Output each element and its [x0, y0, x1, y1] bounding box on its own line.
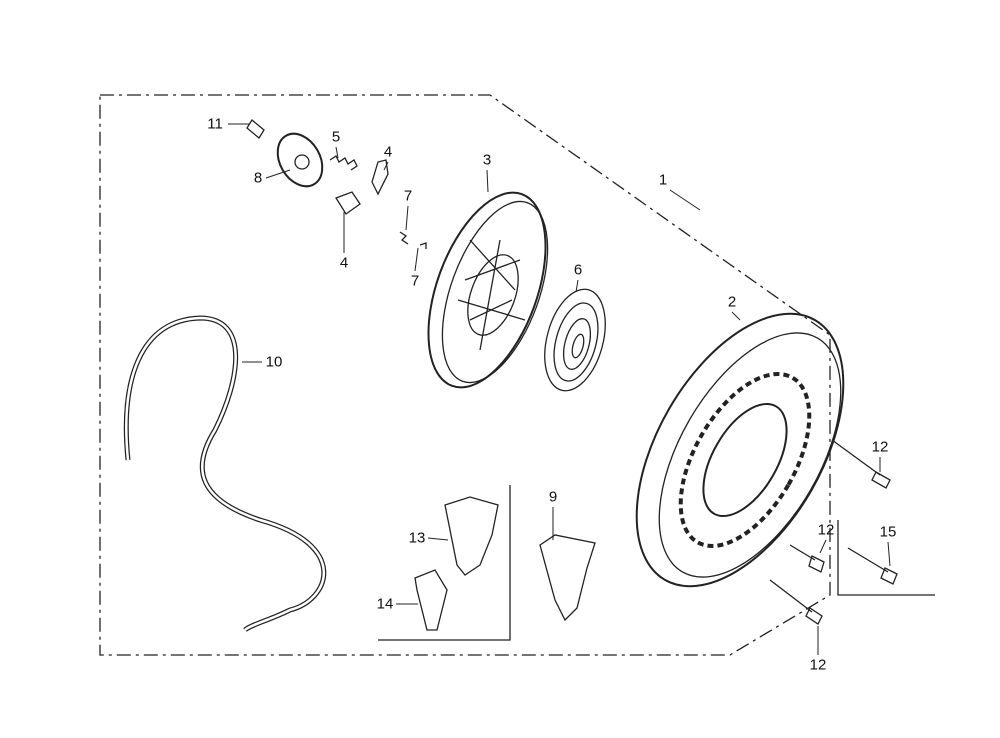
starter-rope-part[interactable] — [123, 315, 327, 632]
assembly-boundary — [99, 94, 831, 656]
return-spring-part[interactable] — [399, 231, 409, 245]
callout-8[interactable]: 8 — [253, 169, 263, 187]
reel-part[interactable] — [405, 177, 569, 403]
callout-5[interactable]: 5 — [331, 128, 341, 146]
callout-15[interactable]: 15 — [879, 523, 897, 541]
starter-grip-14-part[interactable] — [414, 569, 448, 631]
callout-9[interactable]: 9 — [548, 488, 558, 506]
callout-12[interactable]: 12 — [871, 438, 889, 456]
bolt-15-part[interactable] — [847, 547, 898, 585]
callout-13[interactable]: 13 — [408, 529, 426, 547]
callout-2[interactable]: 2 — [727, 293, 737, 311]
starter-rope-inner — [125, 316, 325, 631]
callout-7[interactable]: 7 — [403, 187, 413, 205]
ratchet-part[interactable] — [335, 191, 361, 215]
callout-11[interactable]: 11 — [207, 115, 223, 133]
callout-12[interactable]: 12 — [809, 656, 827, 674]
bolt15-boundary — [837, 520, 935, 596]
starter-grip-9-part[interactable] — [539, 534, 596, 622]
callout-12[interactable]: 12 — [817, 521, 835, 539]
callout-3[interactable]: 3 — [482, 151, 492, 169]
starter-grip-13-part[interactable] — [444, 496, 499, 576]
bolt-12a-part[interactable] — [831, 439, 891, 489]
starter-case-part[interactable] — [594, 279, 886, 621]
callout-6[interactable]: 6 — [573, 261, 583, 279]
callout-1[interactable]: 1 — [658, 171, 668, 189]
callout-4[interactable]: 4 — [383, 143, 393, 161]
return-spring-part[interactable] — [419, 242, 427, 249]
bolt-12b-part[interactable] — [789, 544, 825, 573]
callout-7[interactable]: 7 — [410, 272, 420, 290]
ratchet-part[interactable] — [371, 159, 389, 196]
recoil-spring-part[interactable] — [534, 283, 615, 398]
callout-10[interactable]: 10 — [265, 353, 283, 371]
leader-lines — [228, 123, 891, 655]
friction-spring-part[interactable] — [329, 155, 358, 171]
callout-4[interactable]: 4 — [339, 254, 349, 272]
callout-14[interactable]: 14 — [376, 595, 394, 613]
ratchet-guide-part[interactable] — [246, 119, 331, 194]
bolt-12c-part[interactable] — [769, 579, 823, 625]
grip-subgroup-boundary — [378, 485, 511, 641]
